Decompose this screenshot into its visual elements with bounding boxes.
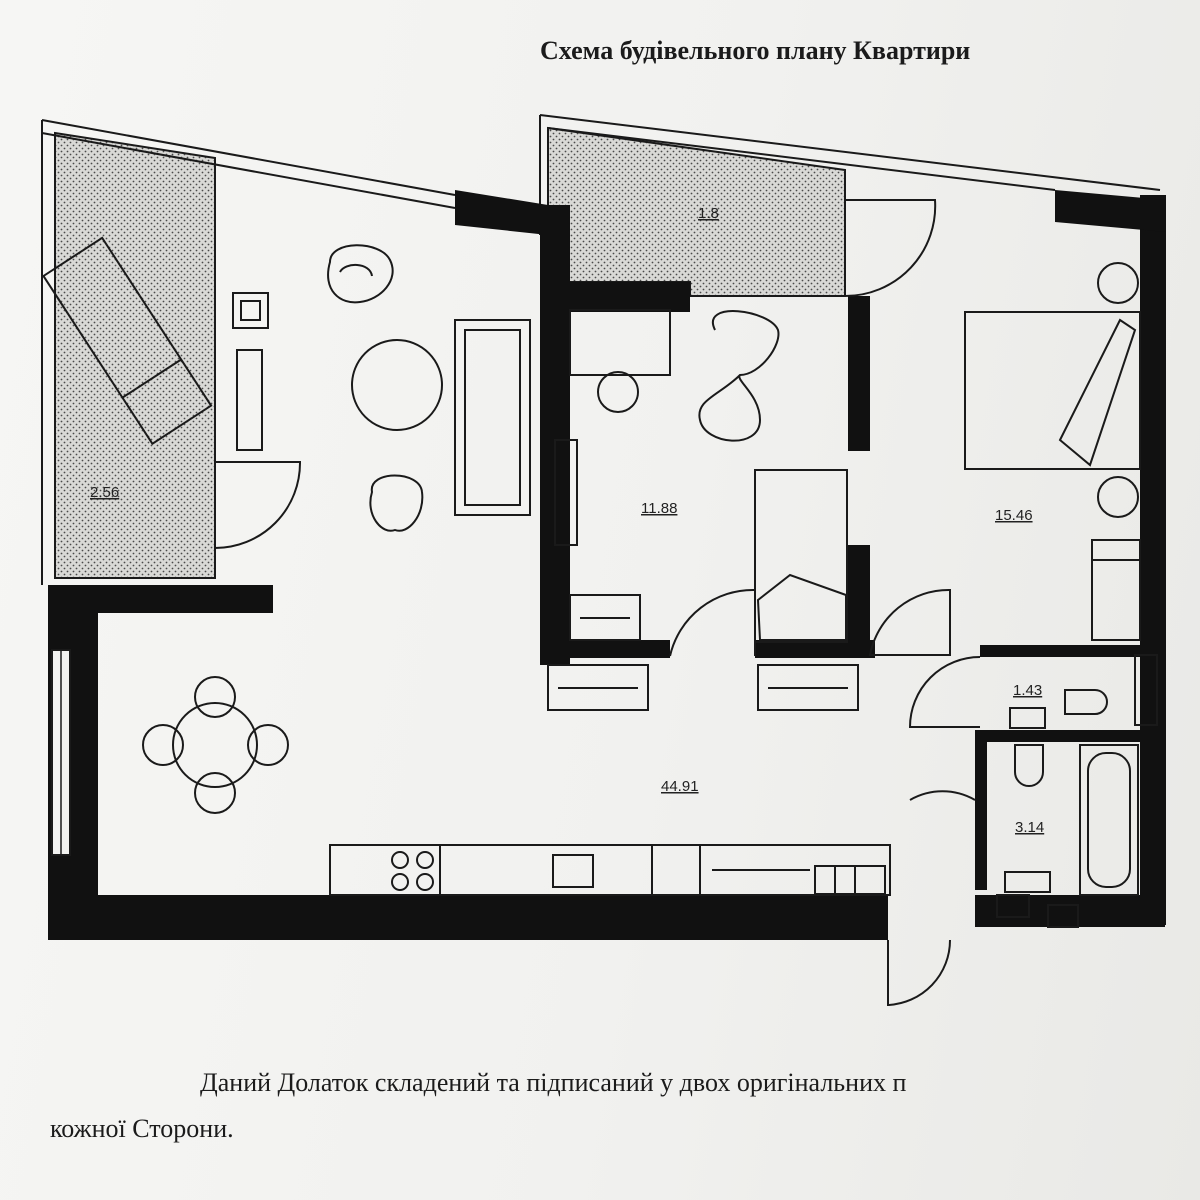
area-label-balcony-top: 1.8 (698, 205, 719, 222)
area-label-toilet: 1.43 (1013, 682, 1042, 699)
footer-line-1: Даний Долаток складений та підписаний у … (200, 1068, 907, 1097)
footer-text: Даний Долаток складений та підписаний у … (50, 1060, 1200, 1152)
bedroom-small-furniture (547, 309, 859, 711)
living-furniture (42, 236, 891, 896)
area-label-bedroom-large: 15.46 (995, 507, 1033, 524)
plan-title: Схема будівельного плану Квартири (540, 36, 971, 65)
area-label-bathroom: 3.14 (1015, 819, 1044, 836)
doors (214, 199, 981, 1007)
area-label-balcony-left: 2.56 (90, 484, 119, 501)
area-label-living-kitchen: 44.91 (661, 778, 699, 795)
area-label-bedroom-small: 11.88 (641, 500, 677, 517)
footer-line-2: кожної Сторони. (50, 1114, 234, 1143)
balcony-left (54, 131, 216, 579)
walls (48, 190, 1166, 940)
bathroom-fixtures (996, 654, 1158, 928)
balcony-top (547, 126, 846, 297)
bedroom-large-furniture (964, 262, 1141, 641)
